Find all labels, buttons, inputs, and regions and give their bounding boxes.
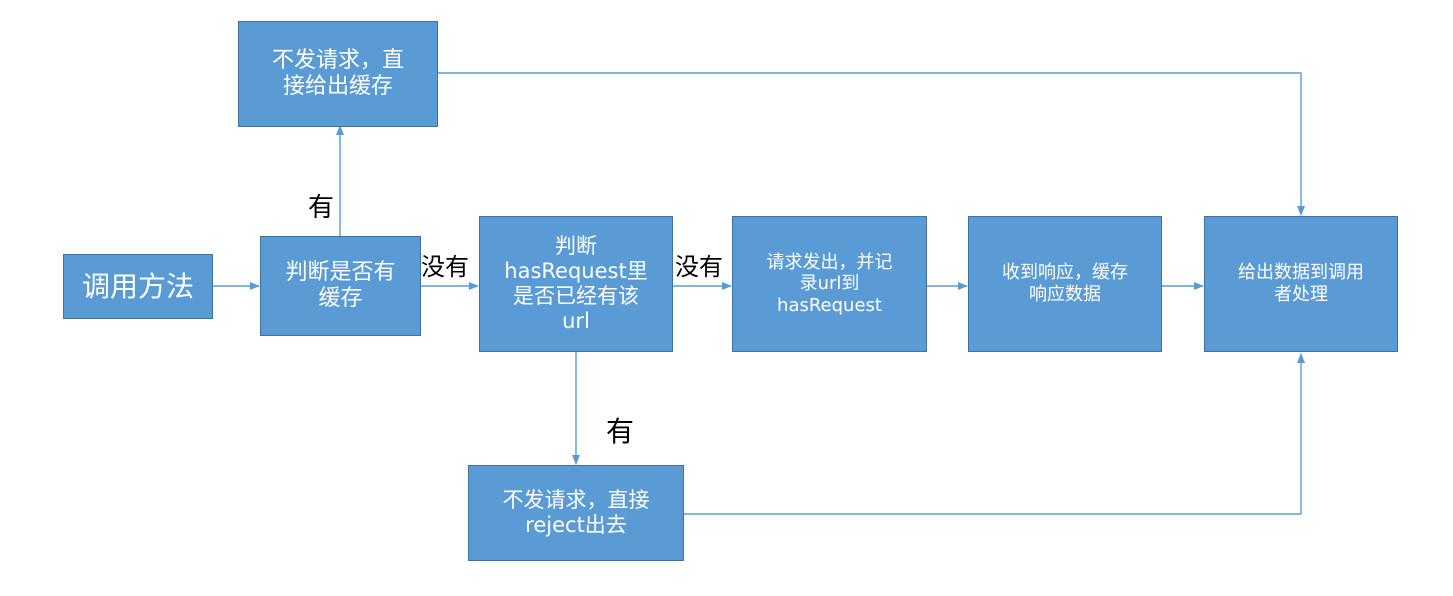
node-give-data-text: 给出数据到调用 者处理: [1238, 262, 1364, 305]
node-check-cache: 判断是否有 缓存: [260, 236, 421, 336]
node-no-request-cache-text: 不发请求，直 接给出缓存: [271, 47, 404, 99]
node-send-request: 请求发出，并记 录url到 hasRequest: [732, 216, 927, 352]
edge-label-cache-yes: 有: [308, 193, 335, 223]
node-check-has-request-text: 判断 hasRequest里 是否已经有该 url: [504, 233, 648, 334]
node-reject: 不发请求，直接 reject出去: [468, 465, 684, 561]
edge-label-request-no: 没有: [675, 253, 723, 281]
node-send-request-text: 请求发出，并记 录url到 hasRequest: [766, 251, 893, 316]
node-call-method: 调用方法: [63, 254, 213, 319]
node-receive-response-text: 收到响应，缓存 响应数据: [1002, 262, 1128, 305]
arrow-reject-to-give-data: [684, 353, 1305, 515]
node-no-request-cache: 不发请求，直 接给出缓存: [238, 21, 438, 127]
edge-label-request-yes: 有: [606, 415, 635, 448]
arrow-no-request-cache-to-give-data: [437, 72, 1305, 216]
node-receive-response: 收到响应，缓存 响应数据: [968, 216, 1162, 352]
node-check-has-request: 判断 hasRequest里 是否已经有该 url: [479, 216, 673, 352]
node-call-method-text: 调用方法: [81, 269, 194, 303]
node-check-cache-text: 判断是否有 缓存: [285, 259, 396, 311]
node-reject-text: 不发请求，直接 reject出去: [502, 487, 650, 537]
node-give-data: 给出数据到调用 者处理: [1204, 216, 1398, 352]
edge-label-cache-no: 没有: [421, 253, 469, 281]
